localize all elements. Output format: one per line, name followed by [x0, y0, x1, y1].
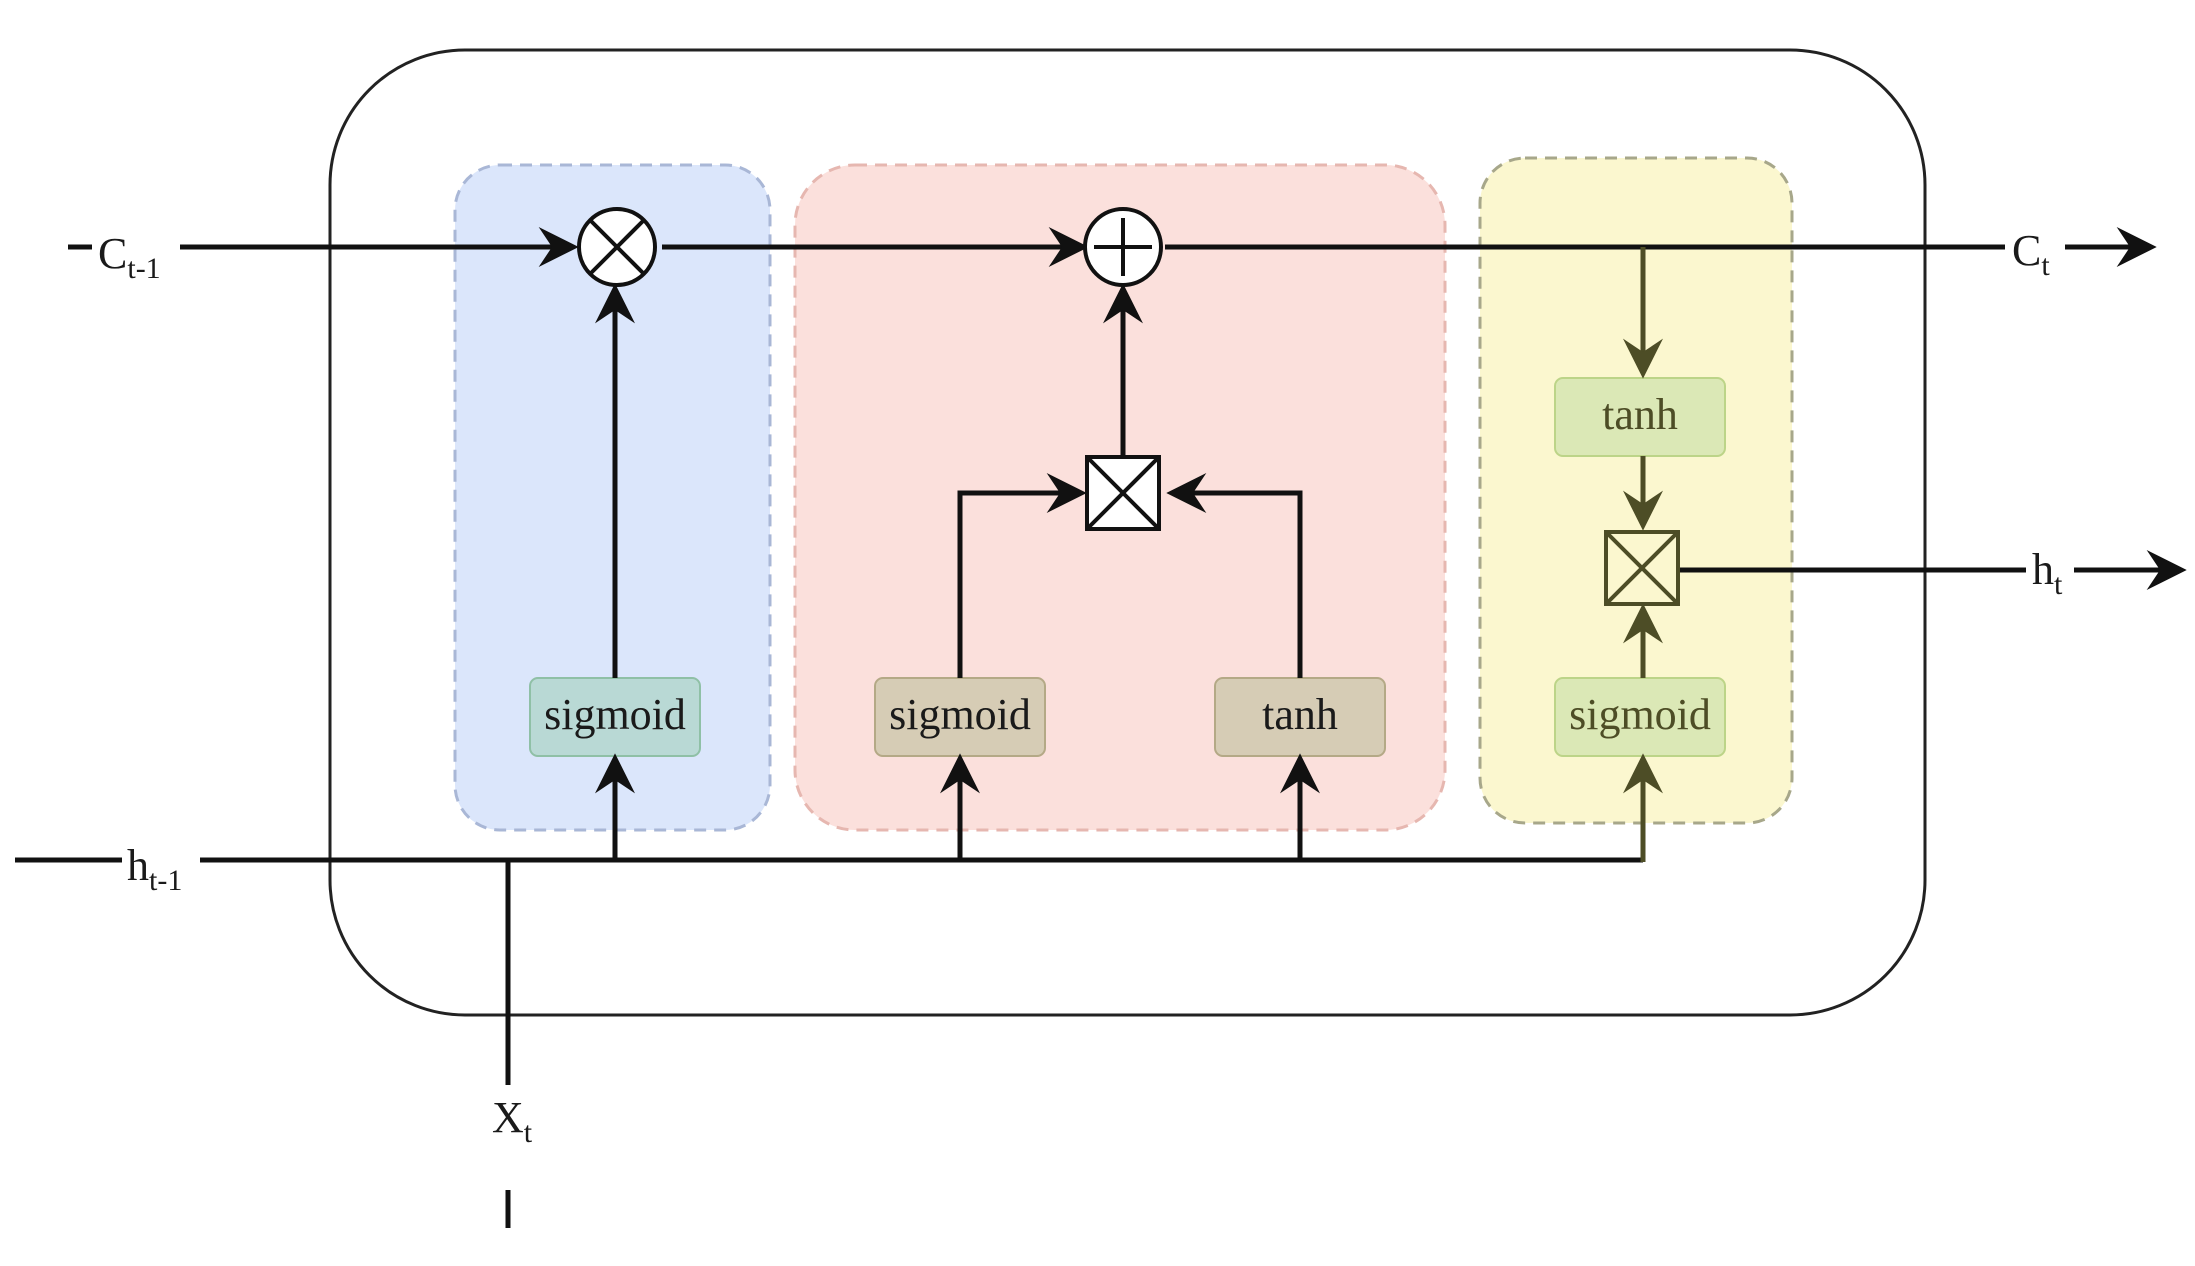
output-sigmoid-box: sigmoid [1554, 677, 1726, 757]
input-multiply-operator [1085, 455, 1161, 531]
x-main: X [492, 1093, 524, 1142]
forget-sigmoid-box: sigmoid [529, 677, 701, 757]
forget-sigmoid-label: sigmoid [544, 690, 686, 739]
input-sigmoid-label: sigmoid [889, 690, 1031, 739]
output-tanh-label: tanh [1602, 390, 1678, 439]
output-multiply-operator [1604, 530, 1680, 606]
h-prev-label: ht-1 [127, 841, 182, 897]
c-prev-sub: t-1 [127, 252, 160, 285]
input-tanh-label: tanh [1262, 690, 1338, 739]
c-next-main: C [2012, 226, 2041, 275]
c-prev-label: Ct-1 [98, 229, 161, 285]
h-next-main: h [2032, 545, 2054, 594]
arrow-input-sigmoid-to-multiply [957, 473, 1087, 678]
c-next-label: Ct [2012, 226, 2050, 282]
output-sigmoid-label: sigmoid [1569, 690, 1711, 739]
output-gate-region [1478, 156, 1794, 825]
c-prev-main: C [98, 229, 127, 278]
forget-multiply-operator [577, 207, 657, 287]
c-next-sub: t [2041, 249, 2050, 282]
h-next-label: ht [2032, 545, 2063, 601]
h-prev-sub: t-1 [149, 864, 182, 897]
arrow-input-tanh-to-multiply [1166, 473, 1303, 678]
cell-add-operator [1083, 207, 1163, 287]
x-label: Xt [492, 1093, 533, 1149]
input-tanh-box: tanh [1214, 677, 1386, 757]
output-tanh-box: tanh [1554, 377, 1726, 457]
input-sigmoid-box: sigmoid [874, 677, 1046, 757]
lstm-cell-boundary [328, 48, 1927, 1017]
x-sub: t [524, 1116, 533, 1149]
h-next-sub: t [2054, 568, 2063, 601]
h-prev-main: h [127, 841, 149, 890]
